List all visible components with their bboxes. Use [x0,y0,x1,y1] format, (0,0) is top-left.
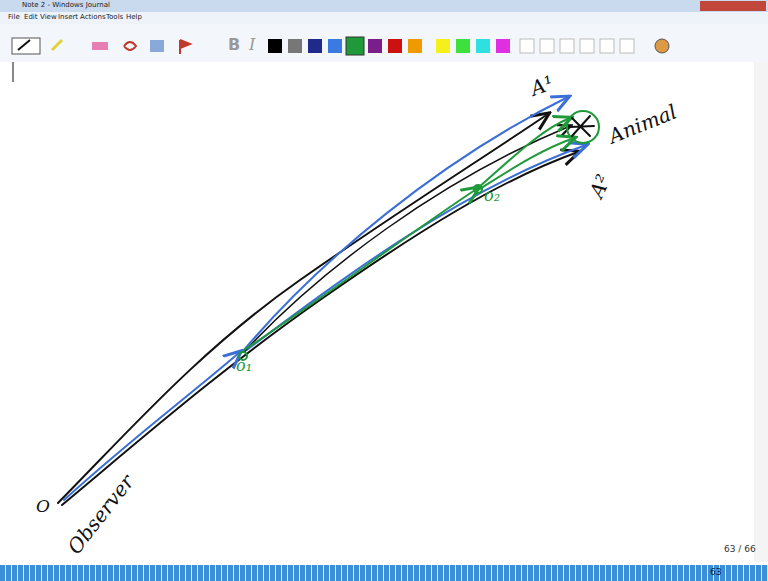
scroll-bar [754,62,768,562]
window-buttons [700,1,766,11]
menu-item: Tools [106,14,123,21]
window-title: Note 2 - Windows Journal [22,2,110,9]
menu-item: Edit [24,14,38,21]
toolbar [0,24,768,62]
menu-bar [0,12,768,24]
origin-label: O [36,498,50,515]
italic-button: I [249,37,255,53]
page-margin [12,62,14,82]
sight-lines [58,97,599,505]
page-bar [0,565,768,581]
bold-button: B [228,37,240,53]
point-label: o₁ [236,358,252,374]
menu-item: Insert [58,14,78,21]
point-label: o₂ [484,188,500,204]
page-number: 63 / 66 [724,545,756,554]
animal-label: Animal [606,101,679,146]
point-label: A¹ [528,72,556,98]
menu-item: File [8,14,20,21]
point-label: A² [586,172,614,201]
menu-item: View [40,14,57,21]
menu-item: Help [126,14,142,21]
title-bar [0,0,768,12]
page-number: 63 [710,568,721,577]
menu-item: Actions [80,14,106,21]
toolbar-icons [12,37,669,55]
